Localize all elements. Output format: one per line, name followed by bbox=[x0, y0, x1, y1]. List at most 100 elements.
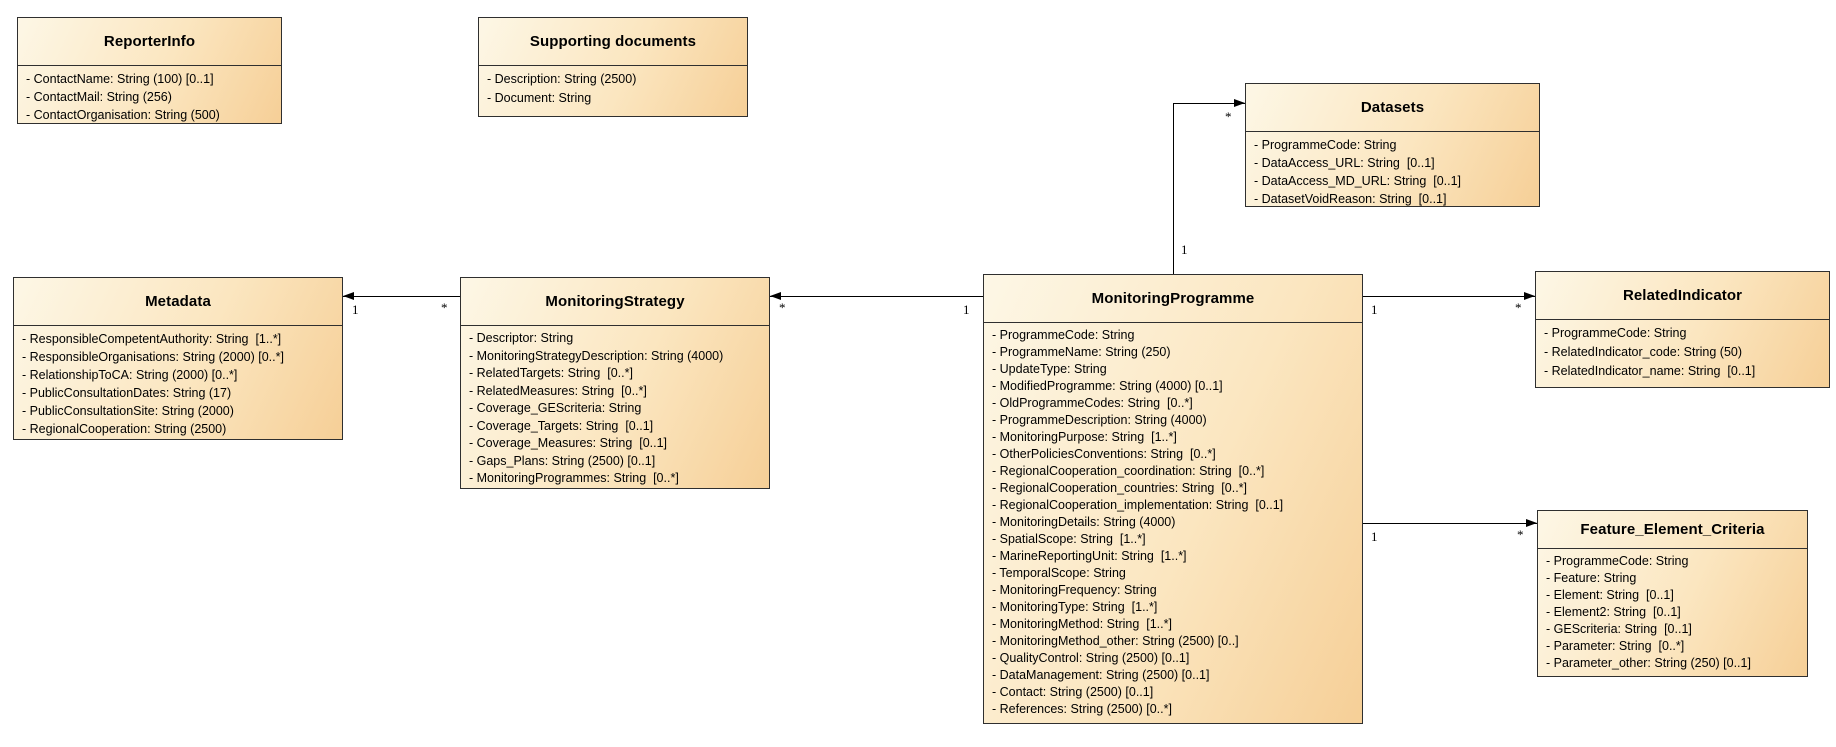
class-box-feature-element-criteria: Feature_Element_Criteria - ProgrammeCode… bbox=[1537, 510, 1808, 677]
multiplicity-label: * bbox=[441, 300, 448, 315]
class-title: Supporting documents bbox=[479, 18, 747, 66]
attribute-row: - RegionalCooperation_countries: String … bbox=[992, 481, 1248, 495]
attribute-row: - RelationshipToCA: String (2000) [0..*] bbox=[22, 368, 238, 382]
attribute-row: - DataAccess_MD_URL: String [0..1] bbox=[1254, 174, 1462, 188]
class-attributes: - ProgrammeCode: String - Feature: String… bbox=[1538, 549, 1807, 672]
attribute-row: - ContactName: String (100) [0..1] bbox=[26, 72, 214, 86]
attribute-row: - Gaps_Plans: String (2500) [0..1] bbox=[469, 453, 656, 468]
attribute-row: - RegionalCooperation: String (2500) bbox=[22, 422, 227, 436]
attribute-row: - ProgrammeName: String (250) bbox=[992, 345, 1171, 359]
attribute-row: - MarineReportingUnit: String [1..*] bbox=[992, 549, 1187, 563]
attribute-row: - ProgrammeCode: String bbox=[1544, 326, 1687, 340]
attribute-row: - Parameter: String [0..*] bbox=[1546, 639, 1685, 653]
attribute-row: - PublicConsultationSite: String (2000) bbox=[22, 404, 234, 418]
attribute-row: - ProgrammeCode: String bbox=[992, 328, 1135, 342]
attribute-row: - ContactOrganisation: String (500) bbox=[26, 108, 220, 122]
class-box-supporting-documents: Supporting documents - Description: Stri… bbox=[478, 17, 748, 117]
class-box-monitoringstrategy: MonitoringStrategy - Descriptor: String-… bbox=[460, 277, 770, 489]
class-attributes: - Description: String (2500) - Document: … bbox=[479, 66, 747, 108]
attribute-row: - RelatedMeasures: String [0..*] bbox=[469, 383, 647, 398]
attribute-row: - MonitoringType: String [1..*] bbox=[992, 600, 1158, 614]
multiplicity-label: * bbox=[1225, 109, 1232, 124]
attribute-row: - Feature: String bbox=[1546, 571, 1637, 585]
attribute-row: - RegionalCooperation_coordination: Stri… bbox=[992, 464, 1265, 478]
attribute-row: - DataAccess_URL: String [0..1] bbox=[1254, 156, 1435, 170]
attribute-row: - MonitoringStrategyDescription: String … bbox=[469, 348, 724, 363]
association-line-programme-datasets-horizontal bbox=[1173, 103, 1245, 104]
attribute-row: - ResponsibleCompetentAuthority: String … bbox=[22, 332, 282, 346]
multiplicity-label: 1 bbox=[1371, 529, 1378, 544]
class-attributes: - ContactName: String (100) [0..1] - Cont… bbox=[18, 66, 281, 124]
attribute-row: - ModifiedProgramme: String (4000) [0..1… bbox=[992, 379, 1223, 393]
class-title: MonitoringStrategy bbox=[461, 278, 769, 326]
multiplicity-label: * bbox=[1517, 527, 1524, 542]
attribute-row: - MonitoringPurpose: String [1..*] bbox=[992, 430, 1177, 444]
multiplicity-label: 1 bbox=[1181, 242, 1188, 257]
arrowhead-left-icon bbox=[343, 292, 354, 300]
class-box-reporterinfo: ReporterInfo - ContactName: String (100)… bbox=[17, 17, 282, 124]
class-attributes: - ProgrammeCode: String - RelatedIndicato… bbox=[1536, 320, 1829, 381]
class-box-datasets: Datasets - ProgrammeCode: String - DataAc… bbox=[1245, 83, 1540, 207]
class-box-monitoringprogramme: MonitoringProgramme - ProgrammeCode: Str… bbox=[983, 274, 1363, 724]
attribute-row: - OldProgrammeCodes: String [0..*] bbox=[992, 396, 1193, 410]
class-title: Feature_Element_Criteria bbox=[1538, 511, 1807, 549]
attribute-row: - Document: String bbox=[487, 91, 592, 105]
class-title: ReporterInfo bbox=[18, 18, 281, 66]
attribute-row: - Descriptor: String bbox=[469, 331, 574, 345]
attribute-row: - UpdateType: String bbox=[992, 362, 1107, 376]
multiplicity-label: 1 bbox=[1371, 302, 1378, 317]
multiplicity-label: * bbox=[1515, 300, 1522, 315]
association-line-programme-relatedindicator bbox=[1363, 296, 1535, 297]
attribute-row: - MonitoringDetails: String (4000) bbox=[992, 515, 1176, 529]
arrowhead-right-icon bbox=[1234, 99, 1245, 107]
class-attributes: - ResponsibleCompetentAuthority: String … bbox=[14, 326, 342, 438]
attribute-row: - QualityControl: String (2500) [0..1] bbox=[992, 651, 1190, 665]
class-title: RelatedIndicator bbox=[1536, 272, 1829, 320]
attribute-row: - TemporalScope: String bbox=[992, 566, 1126, 580]
attribute-row: - Coverage_Targets: String [0..1] bbox=[469, 418, 654, 433]
attribute-row: - MonitoringFrequency: String bbox=[992, 583, 1157, 597]
arrowhead-left-icon bbox=[770, 292, 781, 300]
attribute-row: - References: String (2500) [0..*] bbox=[992, 702, 1172, 716]
attribute-row: - Coverage_GEScriteria: String bbox=[469, 401, 642, 415]
arrowhead-right-icon bbox=[1524, 292, 1535, 300]
attribute-row: - RegionalCooperation_implementation: St… bbox=[992, 498, 1284, 512]
association-line-programme-strategy bbox=[770, 296, 983, 297]
attribute-row: - RelatedTargets: String [0..*] bbox=[469, 366, 633, 380]
attribute-row: - DatasetVoidReason: String [0..1] bbox=[1254, 192, 1447, 206]
multiplicity-label: 1 bbox=[352, 302, 359, 317]
attribute-row: - MonitoringMethod_other: String (2500) … bbox=[992, 634, 1239, 648]
attribute-row: - Description: String (2500) bbox=[487, 72, 637, 86]
attribute-row: - SpatialScope: String [1..*] bbox=[992, 532, 1146, 546]
attribute-row: - ProgrammeDescription: String (4000) bbox=[992, 413, 1207, 427]
class-box-metadata: Metadata - ResponsibleCompetentAuthority… bbox=[13, 277, 343, 440]
attribute-row: - GEScriteria: String [0..1] bbox=[1546, 622, 1692, 636]
attribute-row: - RelatedIndicator_name: String [0..1] bbox=[1544, 364, 1756, 378]
class-attributes: - ProgrammeCode: String - DataAccess_URL:… bbox=[1246, 132, 1539, 208]
attribute-row: - ContactMail: String (256) bbox=[26, 90, 172, 104]
attribute-row: - Parameter_other: String (250) [0..1] bbox=[1546, 656, 1751, 670]
attribute-row: - MonitoringProgrammes: String [0..*] bbox=[469, 471, 679, 485]
association-line-programme-datasets-vertical bbox=[1173, 103, 1174, 274]
class-title: Metadata bbox=[14, 278, 342, 326]
attribute-row: - Contact: String (2500) [0..1] bbox=[992, 685, 1154, 699]
class-box-relatedindicator: RelatedIndicator - ProgrammeCode: String… bbox=[1535, 271, 1830, 388]
association-line-programme-featurecriteria bbox=[1363, 523, 1537, 524]
multiplicity-label: * bbox=[779, 300, 786, 315]
class-attributes: - ProgrammeCode: String - ProgrammeName: … bbox=[984, 323, 1362, 718]
attribute-row: - Coverage_Measures: String [0..1] bbox=[469, 436, 668, 450]
attribute-row: - ResponsibleOrganisations: String (2000… bbox=[22, 350, 284, 364]
arrowhead-right-icon bbox=[1526, 519, 1537, 527]
association-line-strategy-metadata bbox=[343, 296, 460, 297]
attribute-row: - OtherPoliciesConventions: String [0..*… bbox=[992, 447, 1216, 461]
attribute-row: - Element2: String [0..1] bbox=[1546, 605, 1681, 619]
attribute-row: - ProgrammeCode: String bbox=[1254, 138, 1397, 152]
multiplicity-label: 1 bbox=[963, 302, 970, 317]
attribute-row: - MonitoringMethod: String [1..*] bbox=[992, 617, 1172, 631]
class-title: Datasets bbox=[1246, 84, 1539, 132]
attribute-row: - ProgrammeCode: String bbox=[1546, 554, 1689, 568]
class-title: MonitoringProgramme bbox=[984, 275, 1362, 323]
class-attributes: - Descriptor: String - MonitoringStrategy… bbox=[461, 326, 769, 488]
attribute-row: - PublicConsultationDates: String (17) bbox=[22, 386, 232, 400]
